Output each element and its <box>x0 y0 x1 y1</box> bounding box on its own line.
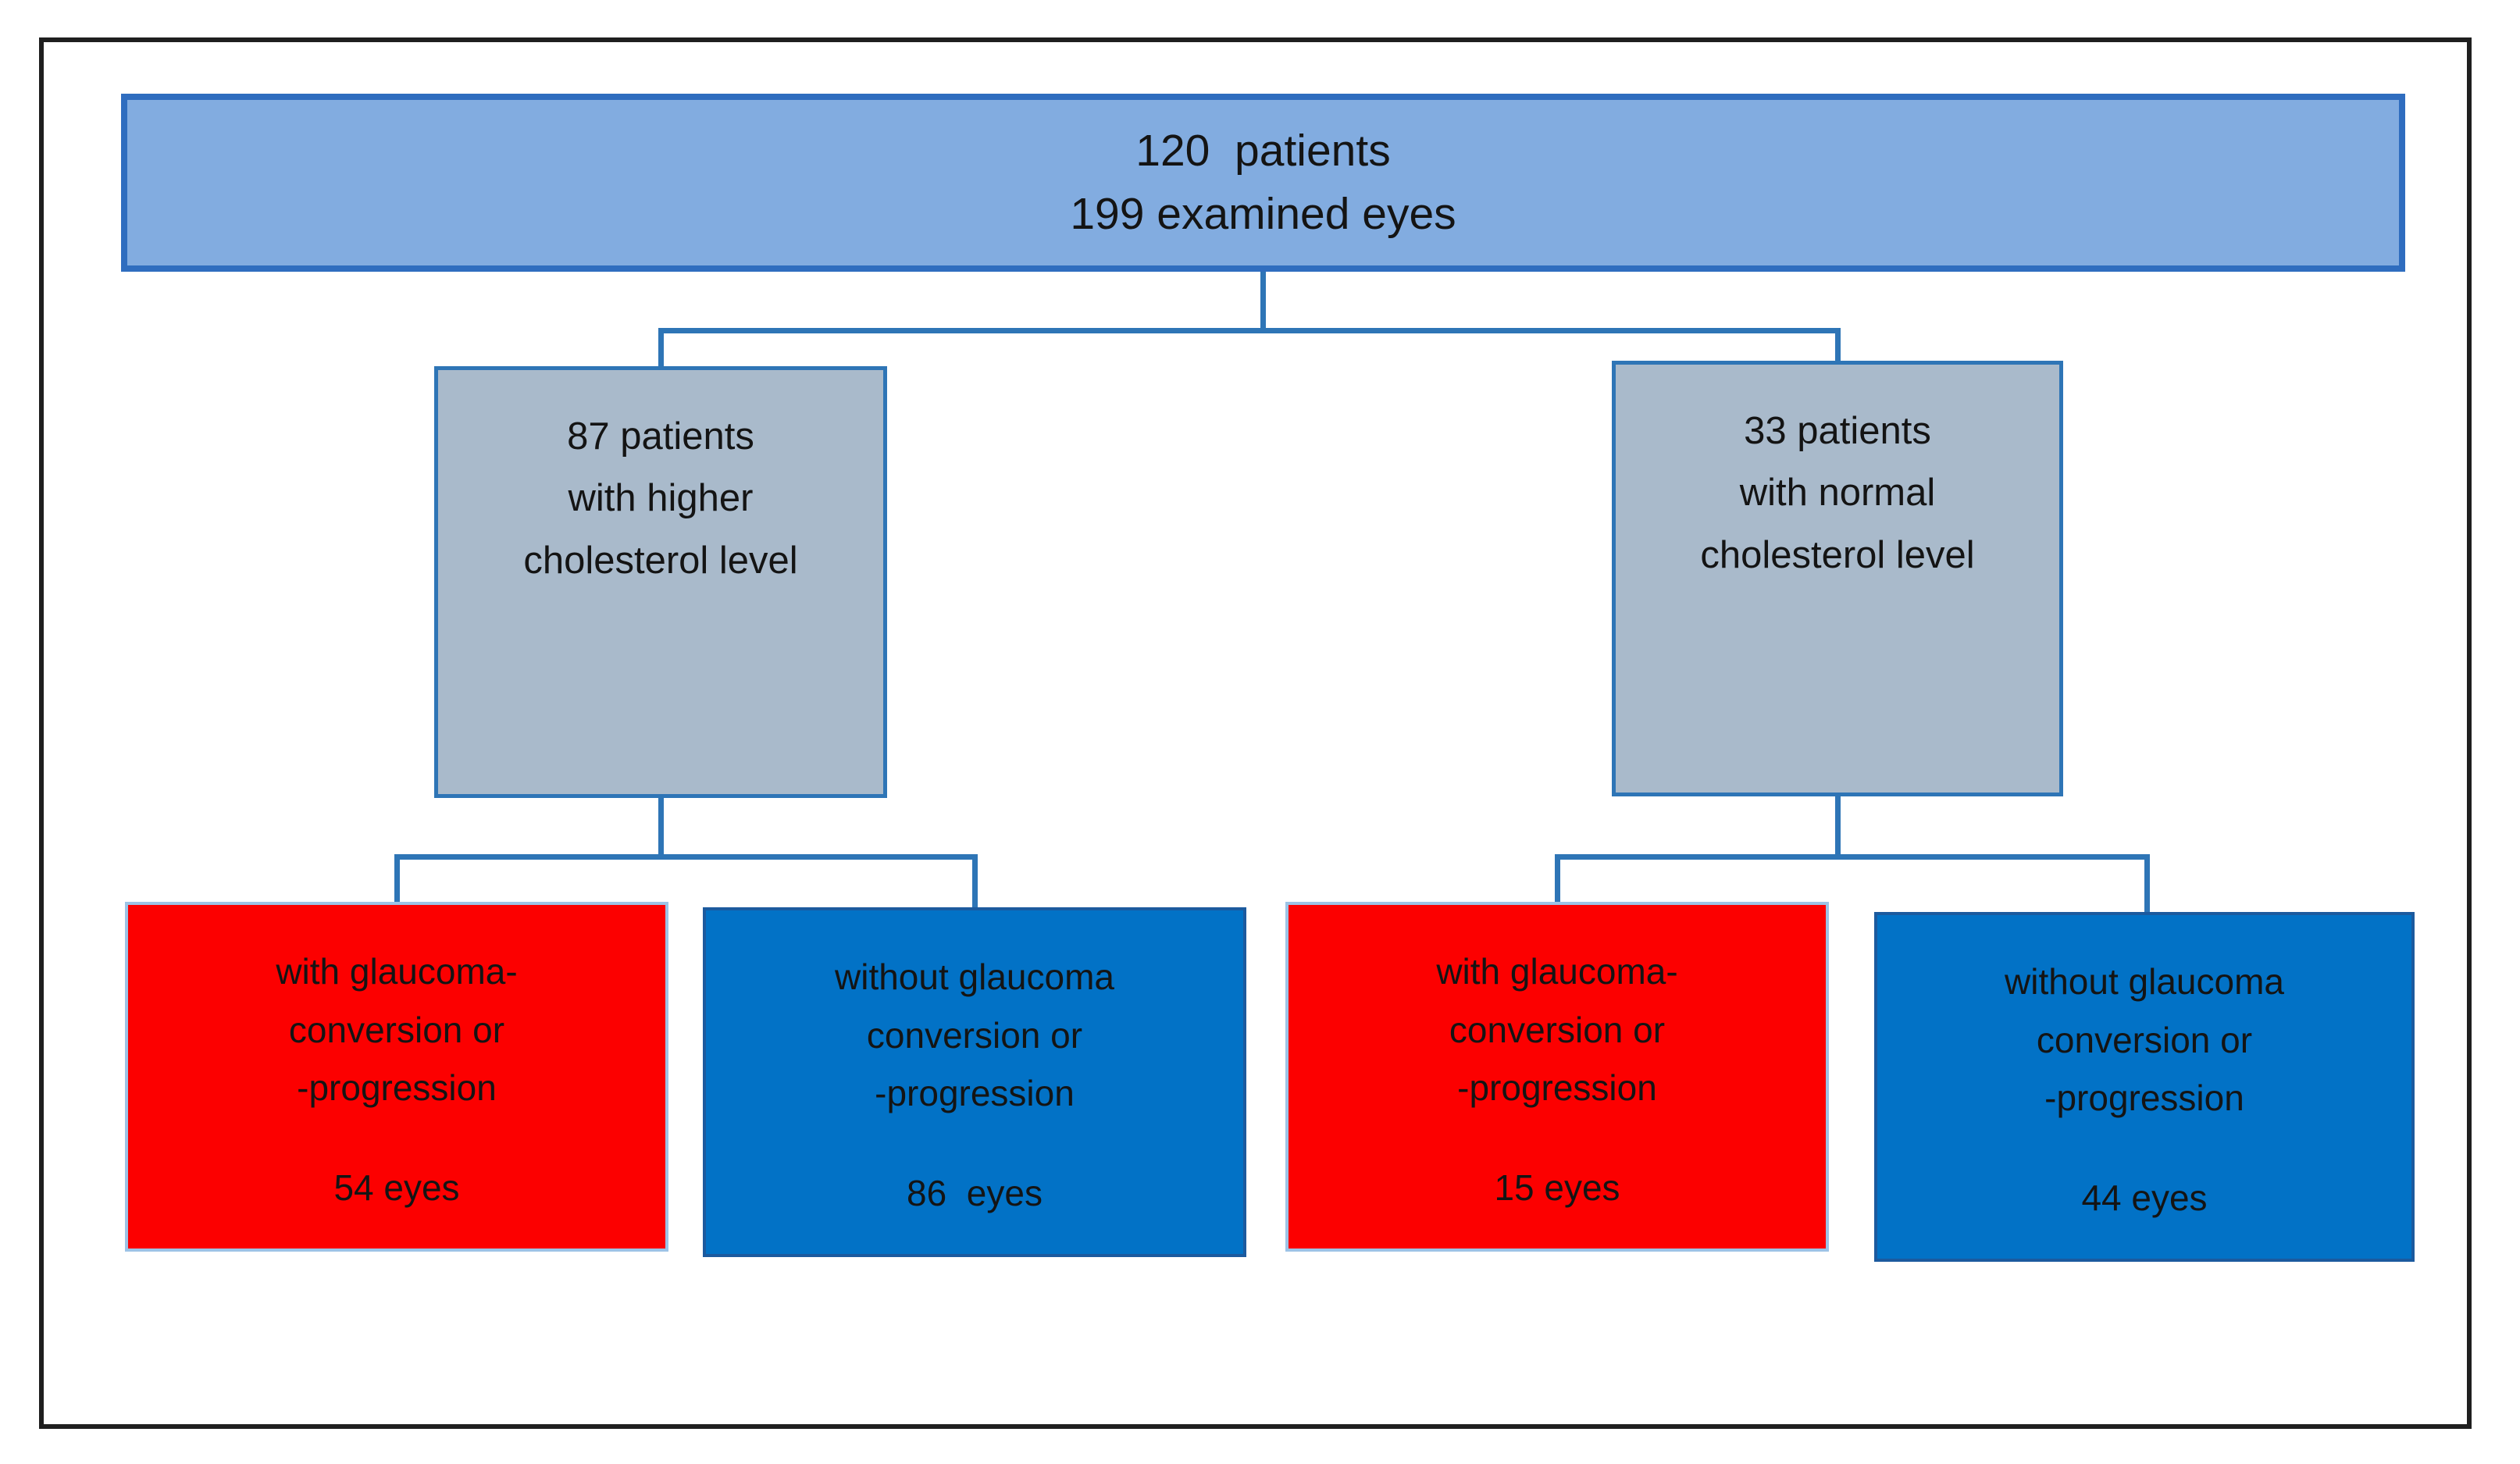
connector-top-right-drop <box>1835 328 1841 366</box>
root-node-patients-total: 120 patients 199 examined eyes <box>121 94 2405 272</box>
leaf-eye-count: 54 eyes <box>333 1167 460 1209</box>
connector-left-horizontal <box>394 854 978 860</box>
connector-right-horizontal <box>1555 854 2150 860</box>
connector-right-blue-drop <box>2144 854 2150 916</box>
leaf-eye-count: 44 eyes <box>2081 1177 2208 1219</box>
leaf-eye-count: 86 eyes <box>907 1173 1043 1214</box>
connector-right-red-drop <box>1555 854 1560 906</box>
connector-left-blue-drop <box>972 854 978 911</box>
branch-node-higher-cholesterol: 87 patients with higher cholesterol leve… <box>434 366 887 798</box>
connector-left-red-drop <box>394 854 400 906</box>
connector-root-drop <box>1260 272 1266 333</box>
leaf-eye-count: 15 eyes <box>1494 1167 1620 1209</box>
root-node-text: 120 patients 199 examined eyes <box>1070 126 1456 239</box>
connector-left-branch-drop <box>658 796 664 859</box>
branch-node-text: 33 patients with normal cholesterol leve… <box>1700 410 1975 576</box>
connector-top-horizontal <box>658 328 1841 333</box>
leaf-node-text: without glaucoma conversion or -progress… <box>835 956 1114 1114</box>
leaf-node-text: with glaucoma- conversion or -progressio… <box>276 951 518 1109</box>
leaf-node-with-conversion-higher: with glaucoma- conversion or -progressio… <box>125 902 668 1252</box>
leaf-node-without-conversion-normal: without glaucoma conversion or -progress… <box>1874 912 2415 1262</box>
connector-right-branch-drop <box>1835 795 1841 859</box>
leaf-node-text: with glaucoma- conversion or -progressio… <box>1436 951 1678 1109</box>
branch-node-text: 87 patients with higher cholesterol leve… <box>523 415 798 582</box>
connector-top-left-drop <box>658 328 664 372</box>
leaf-node-without-conversion-higher: without glaucoma conversion or -progress… <box>703 907 1246 1257</box>
leaf-node-text: without glaucoma conversion or -progress… <box>2005 961 2284 1119</box>
branch-node-normal-cholesterol: 33 patients with normal cholesterol leve… <box>1612 361 2063 796</box>
leaf-node-with-conversion-normal: with glaucoma- conversion or -progressio… <box>1285 902 1829 1252</box>
